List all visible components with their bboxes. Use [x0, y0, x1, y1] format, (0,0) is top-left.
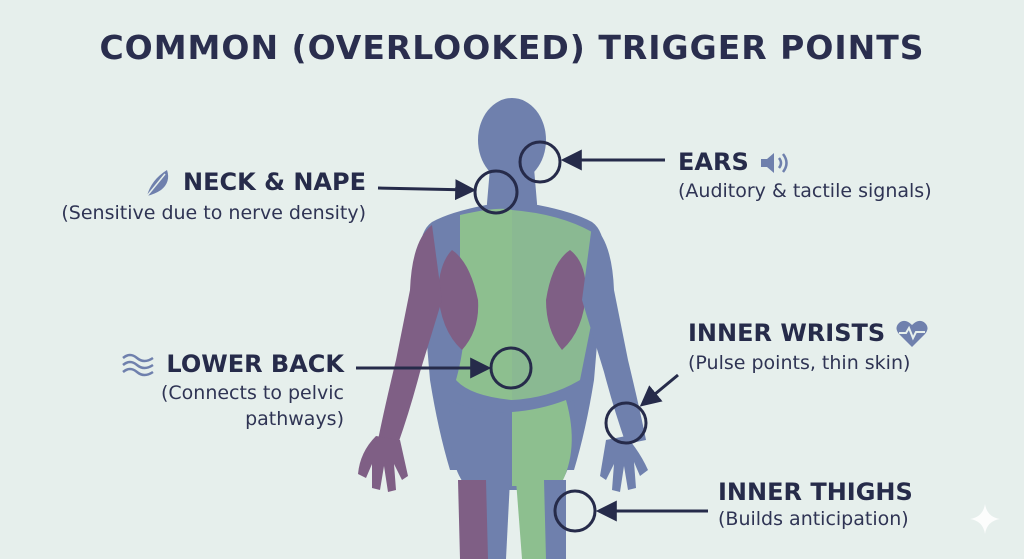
body-hand-right [600, 436, 648, 492]
label-wrists: INNER WRISTS (Pulse points, thin skin) [688, 318, 988, 376]
body-hip-green [512, 400, 572, 486]
body-head [478, 98, 546, 182]
wrists-heading: INNER WRISTS [688, 319, 886, 347]
neck-description: (Sensitive due to nerve density) [61, 202, 366, 224]
arrow-neck [377, 179, 477, 201]
speaker-icon [761, 153, 788, 173]
body-blade-left [438, 250, 479, 350]
arrow-wrist [639, 373, 679, 407]
heartbeat-icon [896, 320, 928, 347]
label-thighs: INNER THIGHS (Builds anticipation) [718, 478, 978, 532]
ears-heading: EARS [678, 148, 749, 176]
lower-back-description-1: (Connects to pelvic [160, 382, 344, 404]
body-arm-left [378, 225, 442, 444]
body-arm-right [582, 225, 646, 444]
sparkle-icon [970, 504, 1000, 534]
waves-icon [122, 353, 154, 377]
label-ears: EARS (Auditory & tactile signals) [678, 148, 978, 204]
lower-back-description-2: pathways) [245, 408, 344, 430]
ears-description: (Auditory & tactile signals) [678, 180, 932, 202]
label-neck: NECK & NAPE (Sensitive due to nerve dens… [40, 166, 366, 226]
body-leg-right-blue [544, 480, 566, 559]
page-title: COMMON (OVERLOOKED) TRIGGER POINTS [99, 28, 925, 67]
thighs-heading: INNER THIGHS [718, 478, 913, 506]
marker-wrist [604, 401, 648, 445]
lower-back-heading: LOWER BACK [166, 350, 344, 378]
marker-thigh [553, 489, 597, 533]
marker-ears [518, 140, 562, 184]
neck-heading: NECK & NAPE [183, 168, 366, 196]
body-neck [486, 168, 538, 215]
thighs-description: (Builds anticipation) [718, 508, 909, 530]
body-blade-right [546, 250, 586, 350]
feather-icon [146, 170, 168, 197]
label-lower-back: LOWER BACK (Connects to pelvic pathways) [96, 350, 344, 432]
body-hand-left [358, 436, 408, 492]
wrists-description: (Pulse points, thin skin) [688, 352, 911, 374]
body-leg-left-blue [486, 480, 510, 559]
